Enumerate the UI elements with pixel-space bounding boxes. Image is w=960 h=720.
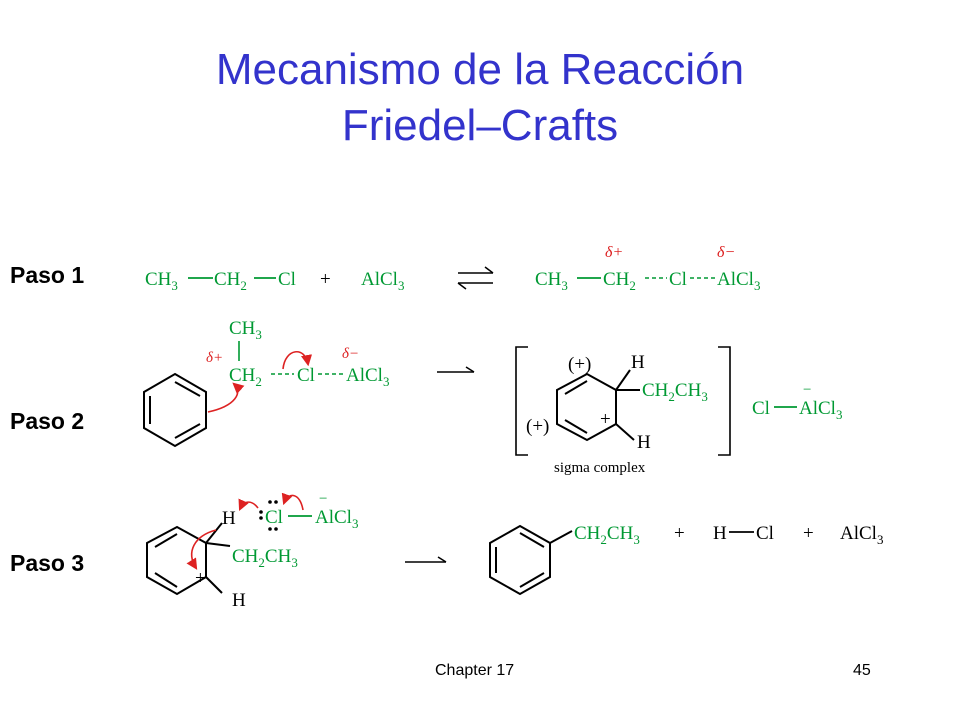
s2-reaction-arrow [437,366,475,373]
s2-ethyl-group: CH2CH3 [642,380,708,404]
s2-delta-plus: δ+ [206,350,223,366]
s3-product-h: H [713,523,727,544]
step-2-label: Paso 2 [10,408,85,434]
s2-plus-ring: + [600,409,611,430]
s1-product-alcl3: AlCl3 [717,269,760,293]
s3-h: H [222,508,236,529]
s3-lone-pairs [259,500,278,531]
s2-product-alcl3: AlCl3 [799,398,842,422]
footer-chapter: Chapter 17 [435,662,515,679]
s3-product-alcl3: AlCl3 [840,523,883,547]
s1-product-cl: Cl [669,269,687,290]
s3-curved-arrow-al [281,492,304,511]
s3-product-ethyl: CH2CH3 [574,523,640,547]
title-line-1: Mecanismo de la Reacción [215,45,745,94]
s3-product-ring [489,524,573,596]
s3-minus: − [319,491,327,507]
s2-curved-arrow-bond [282,351,313,370]
step-3-scheme: + H CH2CH3 H Cl − AlCl3 CH2C [146,491,883,611]
s2-curved-arrow-ring [207,382,245,413]
footer-page-number: 45 [853,662,871,679]
step-1-scheme: CH3 CH2 Cl + AlCl3 δ+ δ− CH3 CH2 Cl AlCl… [145,244,760,293]
s2-plus-paren-left: (+) [526,416,549,437]
s2-h-top: H [631,352,645,373]
s2-ch3: CH3 [229,318,262,342]
s2-plus-paren-top: (+) [568,354,591,375]
s3-curved-arrow-h [238,498,259,512]
s3-curved-arrow-ring [186,529,217,570]
s3-plus-2: + [803,523,814,544]
s3-alcl3: AlCl3 [315,507,358,531]
s1-delta-plus: δ+ [605,244,623,261]
s1-reactant-alcl3: AlCl3 [361,269,404,293]
s2-product-minus: − [803,382,811,398]
s3-plus-1: + [674,523,685,544]
s3-product-cl: Cl [756,523,774,544]
s1-product-ch3: CH3 [535,269,568,293]
s2-benzene-ring [143,372,207,448]
s1-reactant-cl: Cl [278,269,296,290]
slide-title: Mecanismo de la Reacción Friedel–Crafts [0,42,960,154]
step-2-scheme: CH3 δ+ CH2 Cl δ− AlCl3 (+) (+) + H [143,318,842,476]
s1-delta-minus: δ− [717,244,735,261]
s2-alcl3: AlCl3 [346,365,389,389]
s2-cl: Cl [297,365,315,386]
s2-delta-minus: δ− [342,346,359,362]
s1-reactant-ch2: CH2 [214,269,247,293]
s3-reactant-ring [146,522,231,596]
s3-cl: Cl [265,507,283,528]
s3-h-bottom: H [232,590,246,611]
s1-equilibrium-arrow [457,266,494,290]
s2-bracket-left [515,346,528,456]
step-3-label: Paso 3 [10,550,85,576]
s3-ethyl-group: CH2CH3 [232,546,298,570]
s3-reaction-arrow [405,556,447,563]
s1-product-ch2: CH2 [603,269,636,293]
s2-sigma-label: sigma complex [554,460,646,476]
step-1-label: Paso 1 [10,262,85,288]
s1-reactant-ch3: CH3 [145,269,178,293]
s3-plus-ring: + [195,568,206,589]
s1-plus: + [320,269,331,290]
s2-bracket-right [718,346,731,456]
s2-product-cl: Cl [752,398,770,419]
s2-h-bottom: H [637,432,651,453]
s2-sigma-ring [556,369,640,442]
title-line-2: Friedel–Crafts [341,101,619,150]
s2-ch2: CH2 [229,365,262,389]
